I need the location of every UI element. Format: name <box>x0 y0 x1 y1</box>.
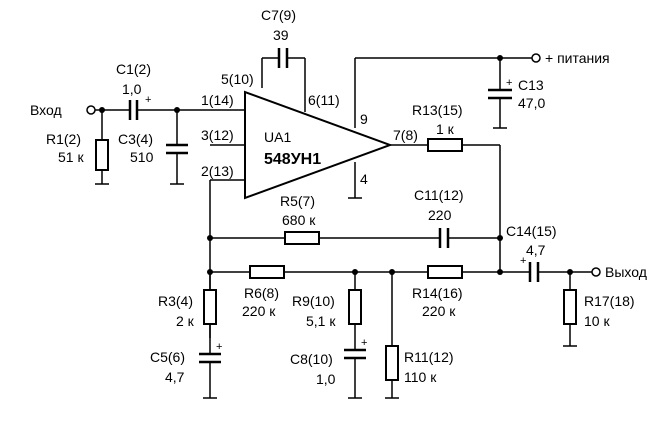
r1-value: 51 к <box>58 149 84 165</box>
c11-ref: C11(12) <box>414 187 464 203</box>
c11-value: 220 <box>428 207 452 223</box>
opamp-triangle <box>244 90 393 200</box>
c14-plus: + <box>520 255 526 267</box>
capacitor-c8: + C8(10) 1,0 <box>290 337 367 387</box>
r5-value: 680 к <box>282 212 316 228</box>
power-terminal[interactable] <box>531 53 541 63</box>
resistor-r13: R13(15) 1 к <box>412 102 463 152</box>
c3-value: 510 <box>130 149 154 165</box>
pin-7-label: 7(8) <box>393 127 418 143</box>
resistor-r17: R17(18) 10 к <box>563 289 635 329</box>
capacitor-c5: + C5(6) 4,7 <box>150 324 222 385</box>
pin-1-label: 1(14) <box>201 92 234 108</box>
r3-value: 2 к <box>176 313 195 329</box>
junction-dots <box>99 55 573 275</box>
c1-value: 1,0 <box>122 81 142 97</box>
r11-ref: R11(12) <box>404 349 454 365</box>
r6-ref: R6(8) <box>244 285 279 301</box>
output-label: Выход <box>605 264 647 280</box>
wires <box>95 57 592 399</box>
resistor-r3: R3(4) 2 к <box>158 289 217 329</box>
output-terminal[interactable] <box>591 267 601 277</box>
resistor-r9: R9(10) 5,1 к <box>292 289 362 329</box>
c8-value: 1,0 <box>316 371 336 387</box>
pin-9-label: 9 <box>360 111 368 127</box>
c14-value: 4,7 <box>526 242 546 258</box>
resistor-r14: R14(16) 220 к <box>412 265 463 319</box>
pin-5-label: 5(10) <box>221 71 254 87</box>
r17-ref: R17(18) <box>584 293 635 309</box>
r14-ref: R14(16) <box>412 285 463 301</box>
r17-value: 10 к <box>584 313 610 329</box>
c7-value: 39 <box>273 27 289 43</box>
c5-plus: + <box>216 341 222 353</box>
capacitor-c7: C7(9) 39 <box>261 7 296 68</box>
input-label: Вход <box>30 102 62 118</box>
input-terminal[interactable] <box>86 105 96 115</box>
c14-ref: C14(15) <box>506 223 557 239</box>
r6-value: 220 к <box>242 303 276 319</box>
r11-value: 110 к <box>404 369 437 385</box>
pin-3-label: 3(12) <box>201 127 234 143</box>
c13-plus: + <box>506 77 512 89</box>
r3-ref: R3(4) <box>158 293 193 309</box>
capacitor-c11: C11(12) 220 <box>414 187 464 248</box>
r9-ref: R9(10) <box>292 293 335 309</box>
r13-value: 1 к <box>436 121 455 137</box>
r9-value: 5,1 к <box>306 313 336 329</box>
c5-ref: C5(6) <box>150 349 185 365</box>
r5-ref: R5(7) <box>280 193 315 209</box>
r14-value: 220 к <box>422 303 456 319</box>
c1-plus: + <box>145 94 151 106</box>
c13-value: 47,0 <box>518 95 545 111</box>
c3-ref: C3(4) <box>118 131 153 147</box>
c13-ref: C13 <box>518 77 544 93</box>
c5-value: 4,7 <box>165 369 185 385</box>
power-label: + питания <box>545 50 610 66</box>
pin-6-label: 6(11) <box>308 92 340 108</box>
capacitor-c14: + C14(15) 4,7 <box>506 223 557 282</box>
r1-ref: R1(2) <box>46 131 81 147</box>
resistor-r1: R1(2) 51 к <box>46 131 109 171</box>
capacitor-c13: + C13 47,0 <box>488 77 545 111</box>
r13-ref: R13(15) <box>412 102 463 118</box>
capacitor-c1: + C1(2) 1,0 <box>116 61 151 120</box>
opamp-name: UA1 <box>264 129 291 145</box>
c8-ref: C8(10) <box>290 351 333 367</box>
resistor-r5: R5(7) 680 к <box>280 193 320 245</box>
opamp-part: 548УН1 <box>264 151 321 168</box>
c1-ref: C1(2) <box>116 61 151 77</box>
pin-4-label: 4 <box>360 171 368 187</box>
pin-2-label: 2(13) <box>201 163 234 179</box>
c8-plus: + <box>361 337 367 349</box>
resistor-r11: R11(12) 110 к <box>385 345 454 385</box>
capacitor-c3: C3(4) 510 <box>118 131 188 165</box>
resistor-r6: R6(8) 220 к <box>242 265 285 319</box>
c7-ref: C7(9) <box>261 7 296 23</box>
